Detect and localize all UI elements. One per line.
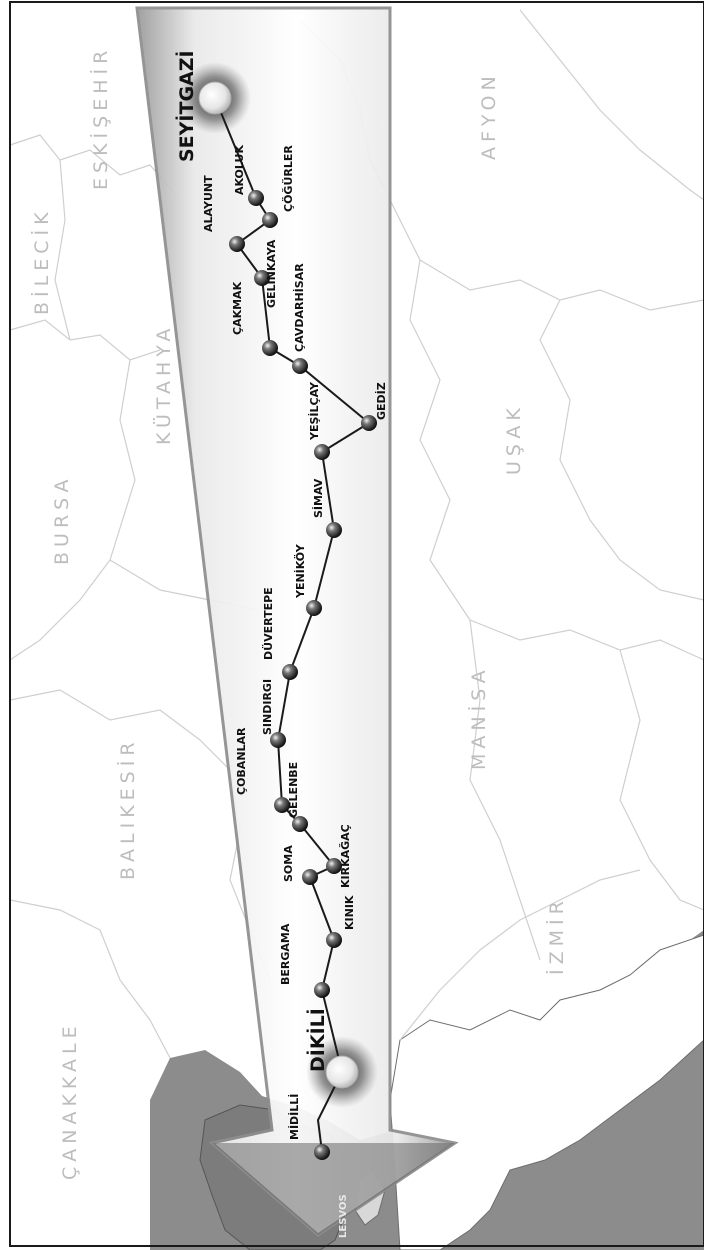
- stop-marker-kinik: [326, 932, 342, 948]
- stop-label-bergama: BERGAMA: [279, 923, 292, 985]
- province-label-bilecik: BİLECİK: [30, 207, 53, 315]
- stop-label-gelenbe: GELENBE: [287, 762, 300, 818]
- stop-marker-alayunt: [229, 236, 245, 252]
- stop-labels: SEYİTGAZİ AKOLUK ALAYUNT ÇÖĞÜRLER GELİNK…: [174, 50, 388, 1238]
- stop-label-yesilcay: YEŞİLÇAY: [307, 381, 321, 441]
- stop-label-cogurler: ÇÖĞÜRLER: [281, 145, 295, 212]
- stop-marker-kirkagac: [326, 858, 342, 874]
- stop-marker-simav: [326, 522, 342, 538]
- stop-label-yenikoy: YENİKÖY: [293, 543, 307, 599]
- stop-label-sindirgi: SINDIRGI: [261, 679, 274, 735]
- stop-marker-cobanlar: [274, 797, 290, 813]
- province-labels: ESKİŞEHİR AFYON BİLECİK KÜTAHYA UŞAK BUR…: [30, 46, 568, 1180]
- stop-label-kinik: KINIK: [343, 895, 356, 930]
- province-label-balikesir: BALIKESİR: [116, 737, 139, 880]
- stop-marker-midilli: [314, 1144, 330, 1160]
- end-marker-dikili: [325, 1055, 359, 1089]
- stop-label-gelinkaya: GELİNKAYA: [264, 239, 278, 308]
- stop-marker-bergama: [314, 982, 330, 998]
- stop-label-cobanlar: ÇOBANLAR: [235, 727, 248, 795]
- province-label-eskisehir: ESKİŞEHİR: [89, 46, 112, 190]
- stop-marker-cakmak: [262, 340, 278, 356]
- stop-marker-cavdarhisar: [292, 358, 308, 374]
- route-band: [135, 6, 459, 1237]
- stop-label-cavdarhisar: ÇAVDARHİSAR: [292, 263, 306, 352]
- start-marker-seyitgazi: [198, 81, 232, 115]
- stop-marker-gelinkaya: [254, 270, 270, 286]
- stop-label-lesvos: LESVOS: [338, 1194, 349, 1238]
- stop-marker-soma: [302, 869, 318, 885]
- province-label-canakkale: ÇANAKKALE: [59, 1021, 81, 1180]
- province-label-izmir: İZMİR: [545, 896, 568, 975]
- stop-label-cakmak: ÇAKMAK: [231, 281, 244, 335]
- stop-label-duvertepe: DÜVERTEPE: [261, 587, 275, 660]
- stop-label-simav: SİMAV: [311, 478, 325, 518]
- stop-marker-gelenbe: [292, 816, 308, 832]
- stop-label-alayunt: ALAYUNT: [202, 175, 215, 232]
- route-end-label: DİKİLİ: [305, 1008, 329, 1072]
- province-label-kutahya: KÜTAHYA: [152, 324, 175, 445]
- route-start-label: SEYİTGAZİ: [174, 50, 198, 162]
- stop-label-kirkagac: KIRKAĞAÇ: [339, 824, 352, 888]
- stop-marker-sindirgi: [270, 732, 286, 748]
- stop-markers: [229, 190, 377, 1160]
- province-label-manisa: MANİSA: [467, 665, 490, 770]
- stop-marker-akoluk: [248, 190, 264, 206]
- stop-marker-gediz: [361, 415, 377, 431]
- province-label-afyon: AFYON: [478, 71, 500, 160]
- province-label-usak: UŞAK: [503, 403, 525, 475]
- stop-label-gediz: GEDİZ: [374, 382, 388, 420]
- map-frame: [9, 1, 704, 1247]
- stop-label-midilli: MİDİLLİ: [287, 1094, 301, 1140]
- stop-marker-duvertepe: [282, 664, 298, 680]
- stop-marker-yesilcay: [314, 444, 330, 460]
- stop-label-soma: SOMA: [282, 845, 295, 882]
- stop-marker-yenikoy: [306, 600, 322, 616]
- province-label-bursa: BURSA: [51, 474, 73, 565]
- stop-marker-cogurler: [262, 212, 278, 228]
- stop-label-akoluk: AKOLUK: [233, 145, 246, 195]
